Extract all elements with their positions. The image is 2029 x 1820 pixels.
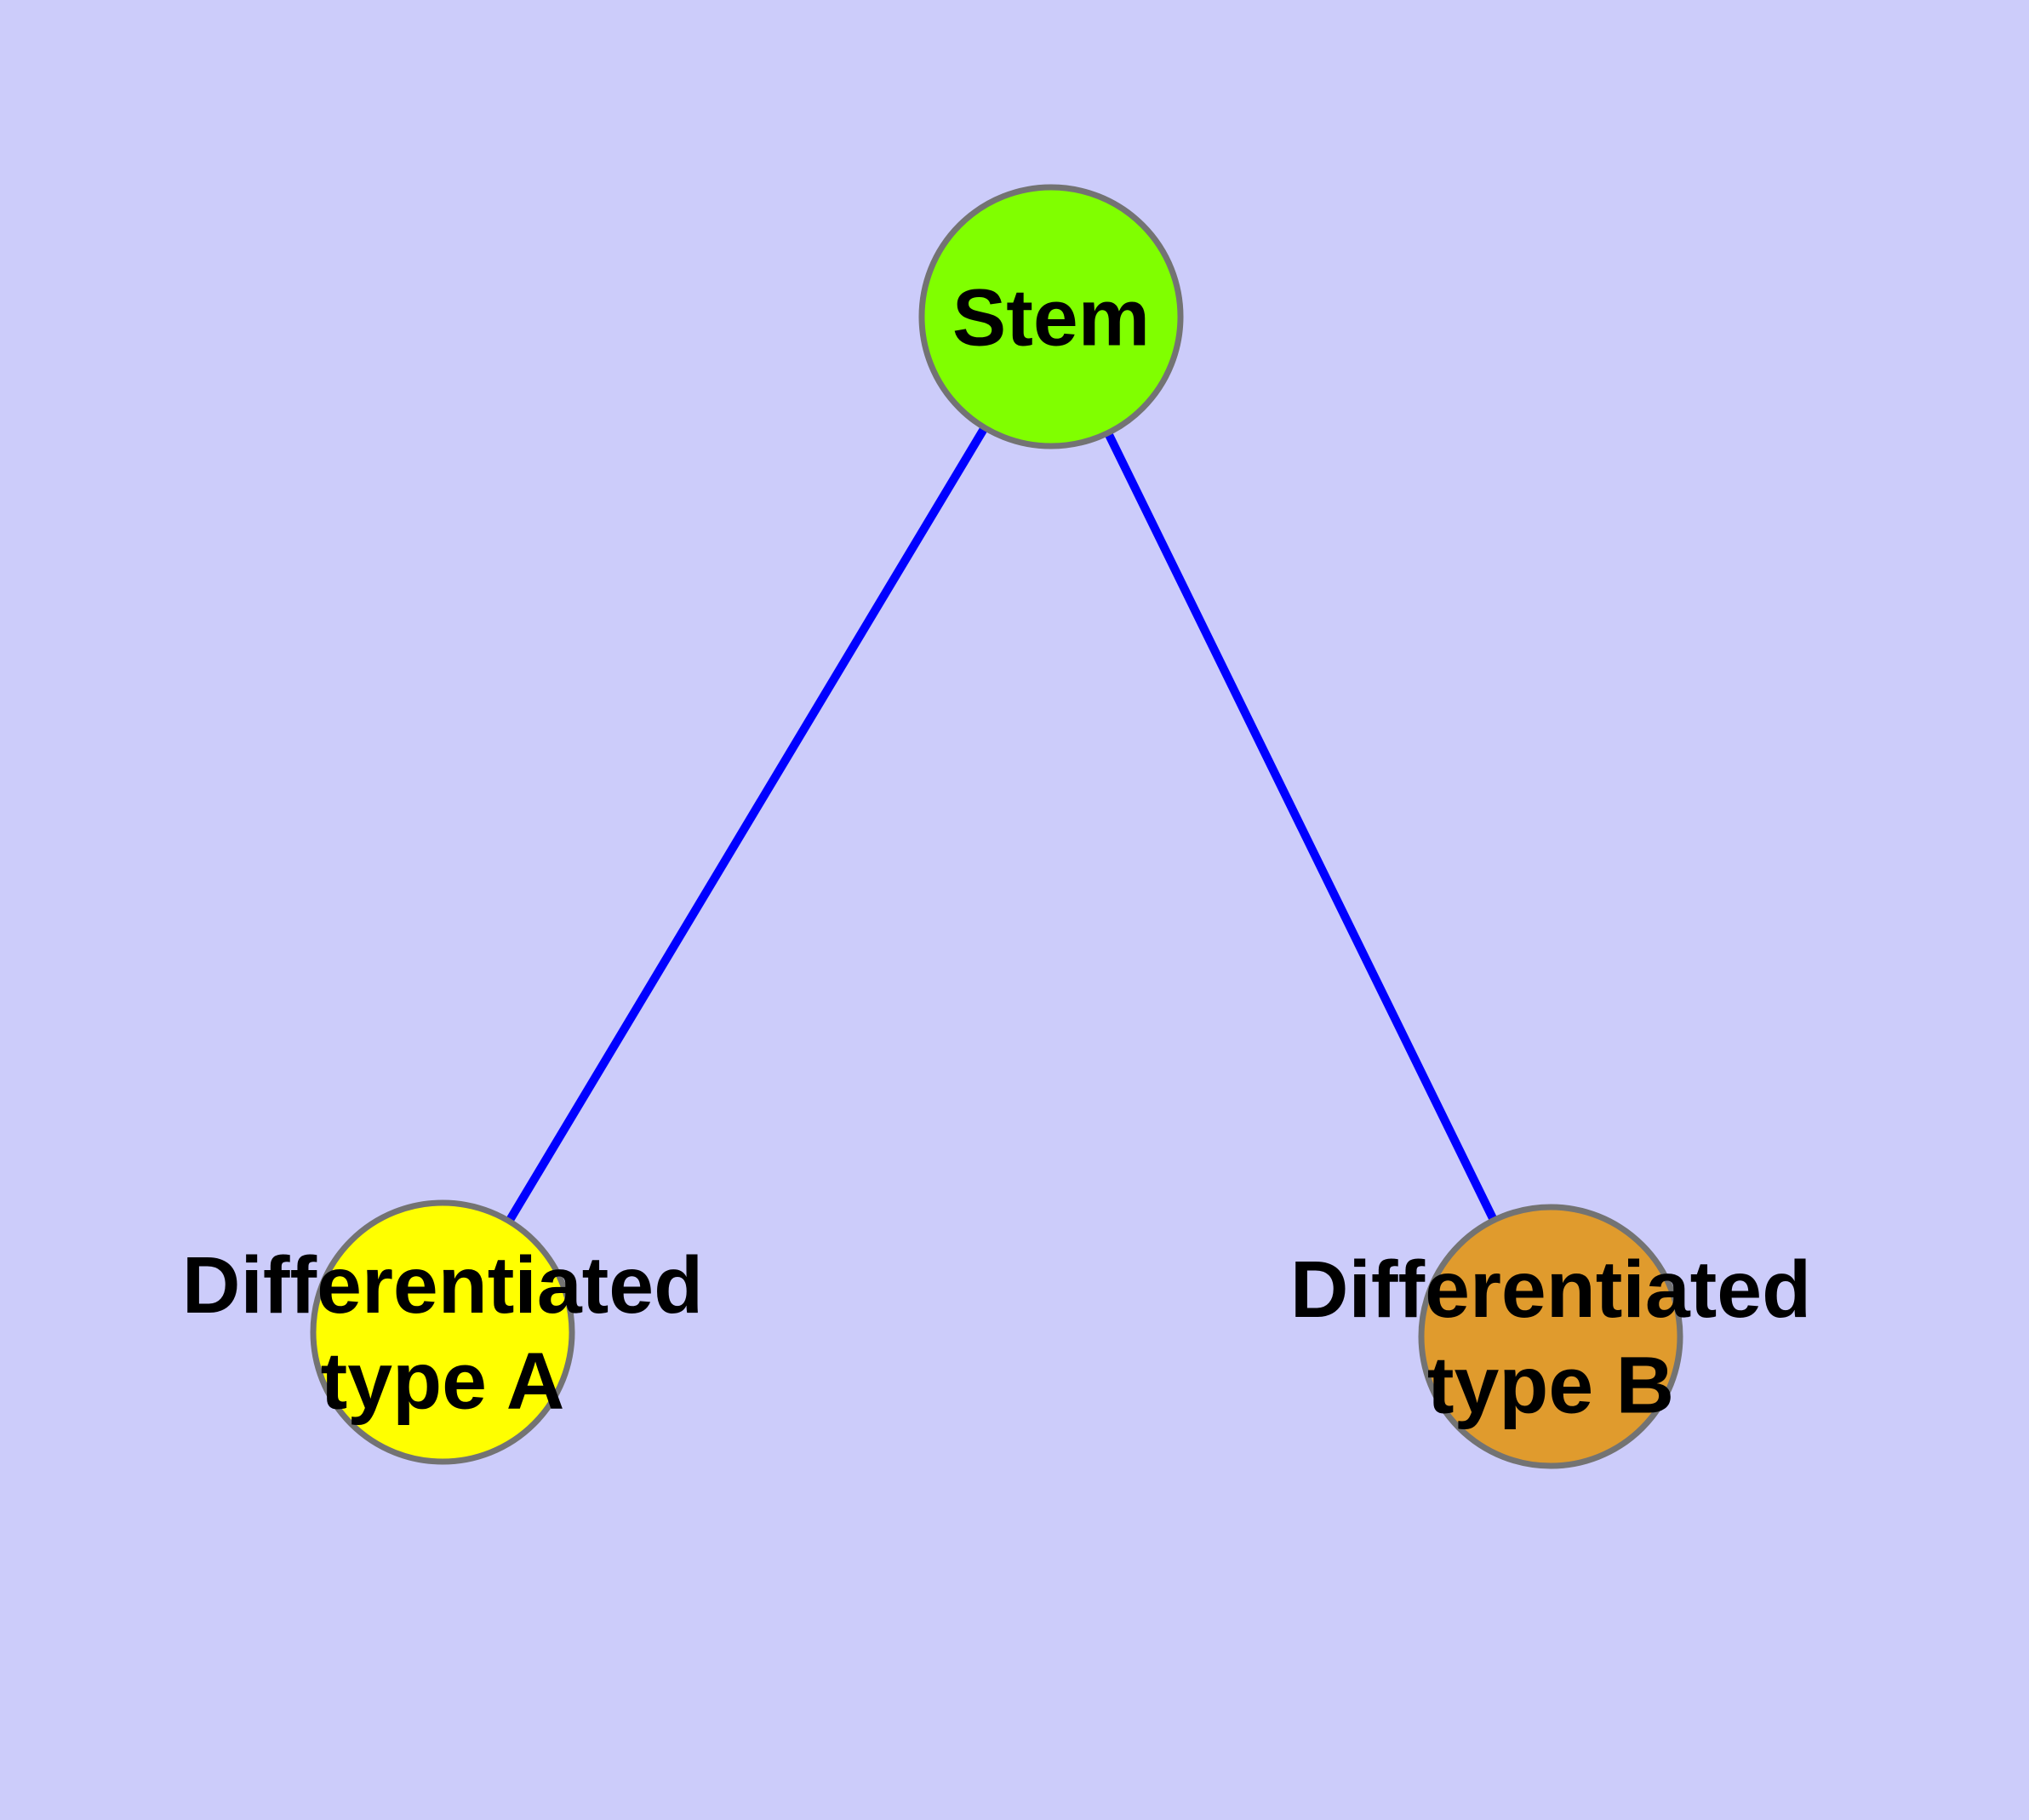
- node-differentiated-type-a[interactable]: Differentiated type A: [182, 1199, 703, 1465]
- node-differentiated-type-b[interactable]: Differentiated type B: [1290, 1204, 1811, 1469]
- node-stem[interactable]: Stem: [918, 184, 1184, 449]
- edge-stem-to-differentiated-type-b[interactable]: [1047, 314, 1555, 1339]
- node-differentiated-type-a-label-line-1: Differentiated: [182, 1240, 703, 1331]
- node-layer: Stem Differentiated type A Differentiate…: [182, 184, 1811, 1469]
- node-differentiated-type-a-label-line-2: type A: [321, 1336, 565, 1426]
- node-stem-label-line-1: Stem: [952, 272, 1150, 363]
- node-differentiated-type-b-label-line-1: Differentiated: [1290, 1245, 1811, 1335]
- node-differentiated-type-b-label-line-2: type B: [1427, 1340, 1674, 1430]
- edge-layer: [438, 314, 1555, 1339]
- edge-stem-to-differentiated-type-a[interactable]: [438, 314, 1055, 1335]
- node-differentiated-type-b-circle[interactable]: [1418, 1204, 1683, 1469]
- node-differentiated-type-a-circle[interactable]: [310, 1199, 575, 1465]
- node-stem-circle[interactable]: [918, 184, 1184, 449]
